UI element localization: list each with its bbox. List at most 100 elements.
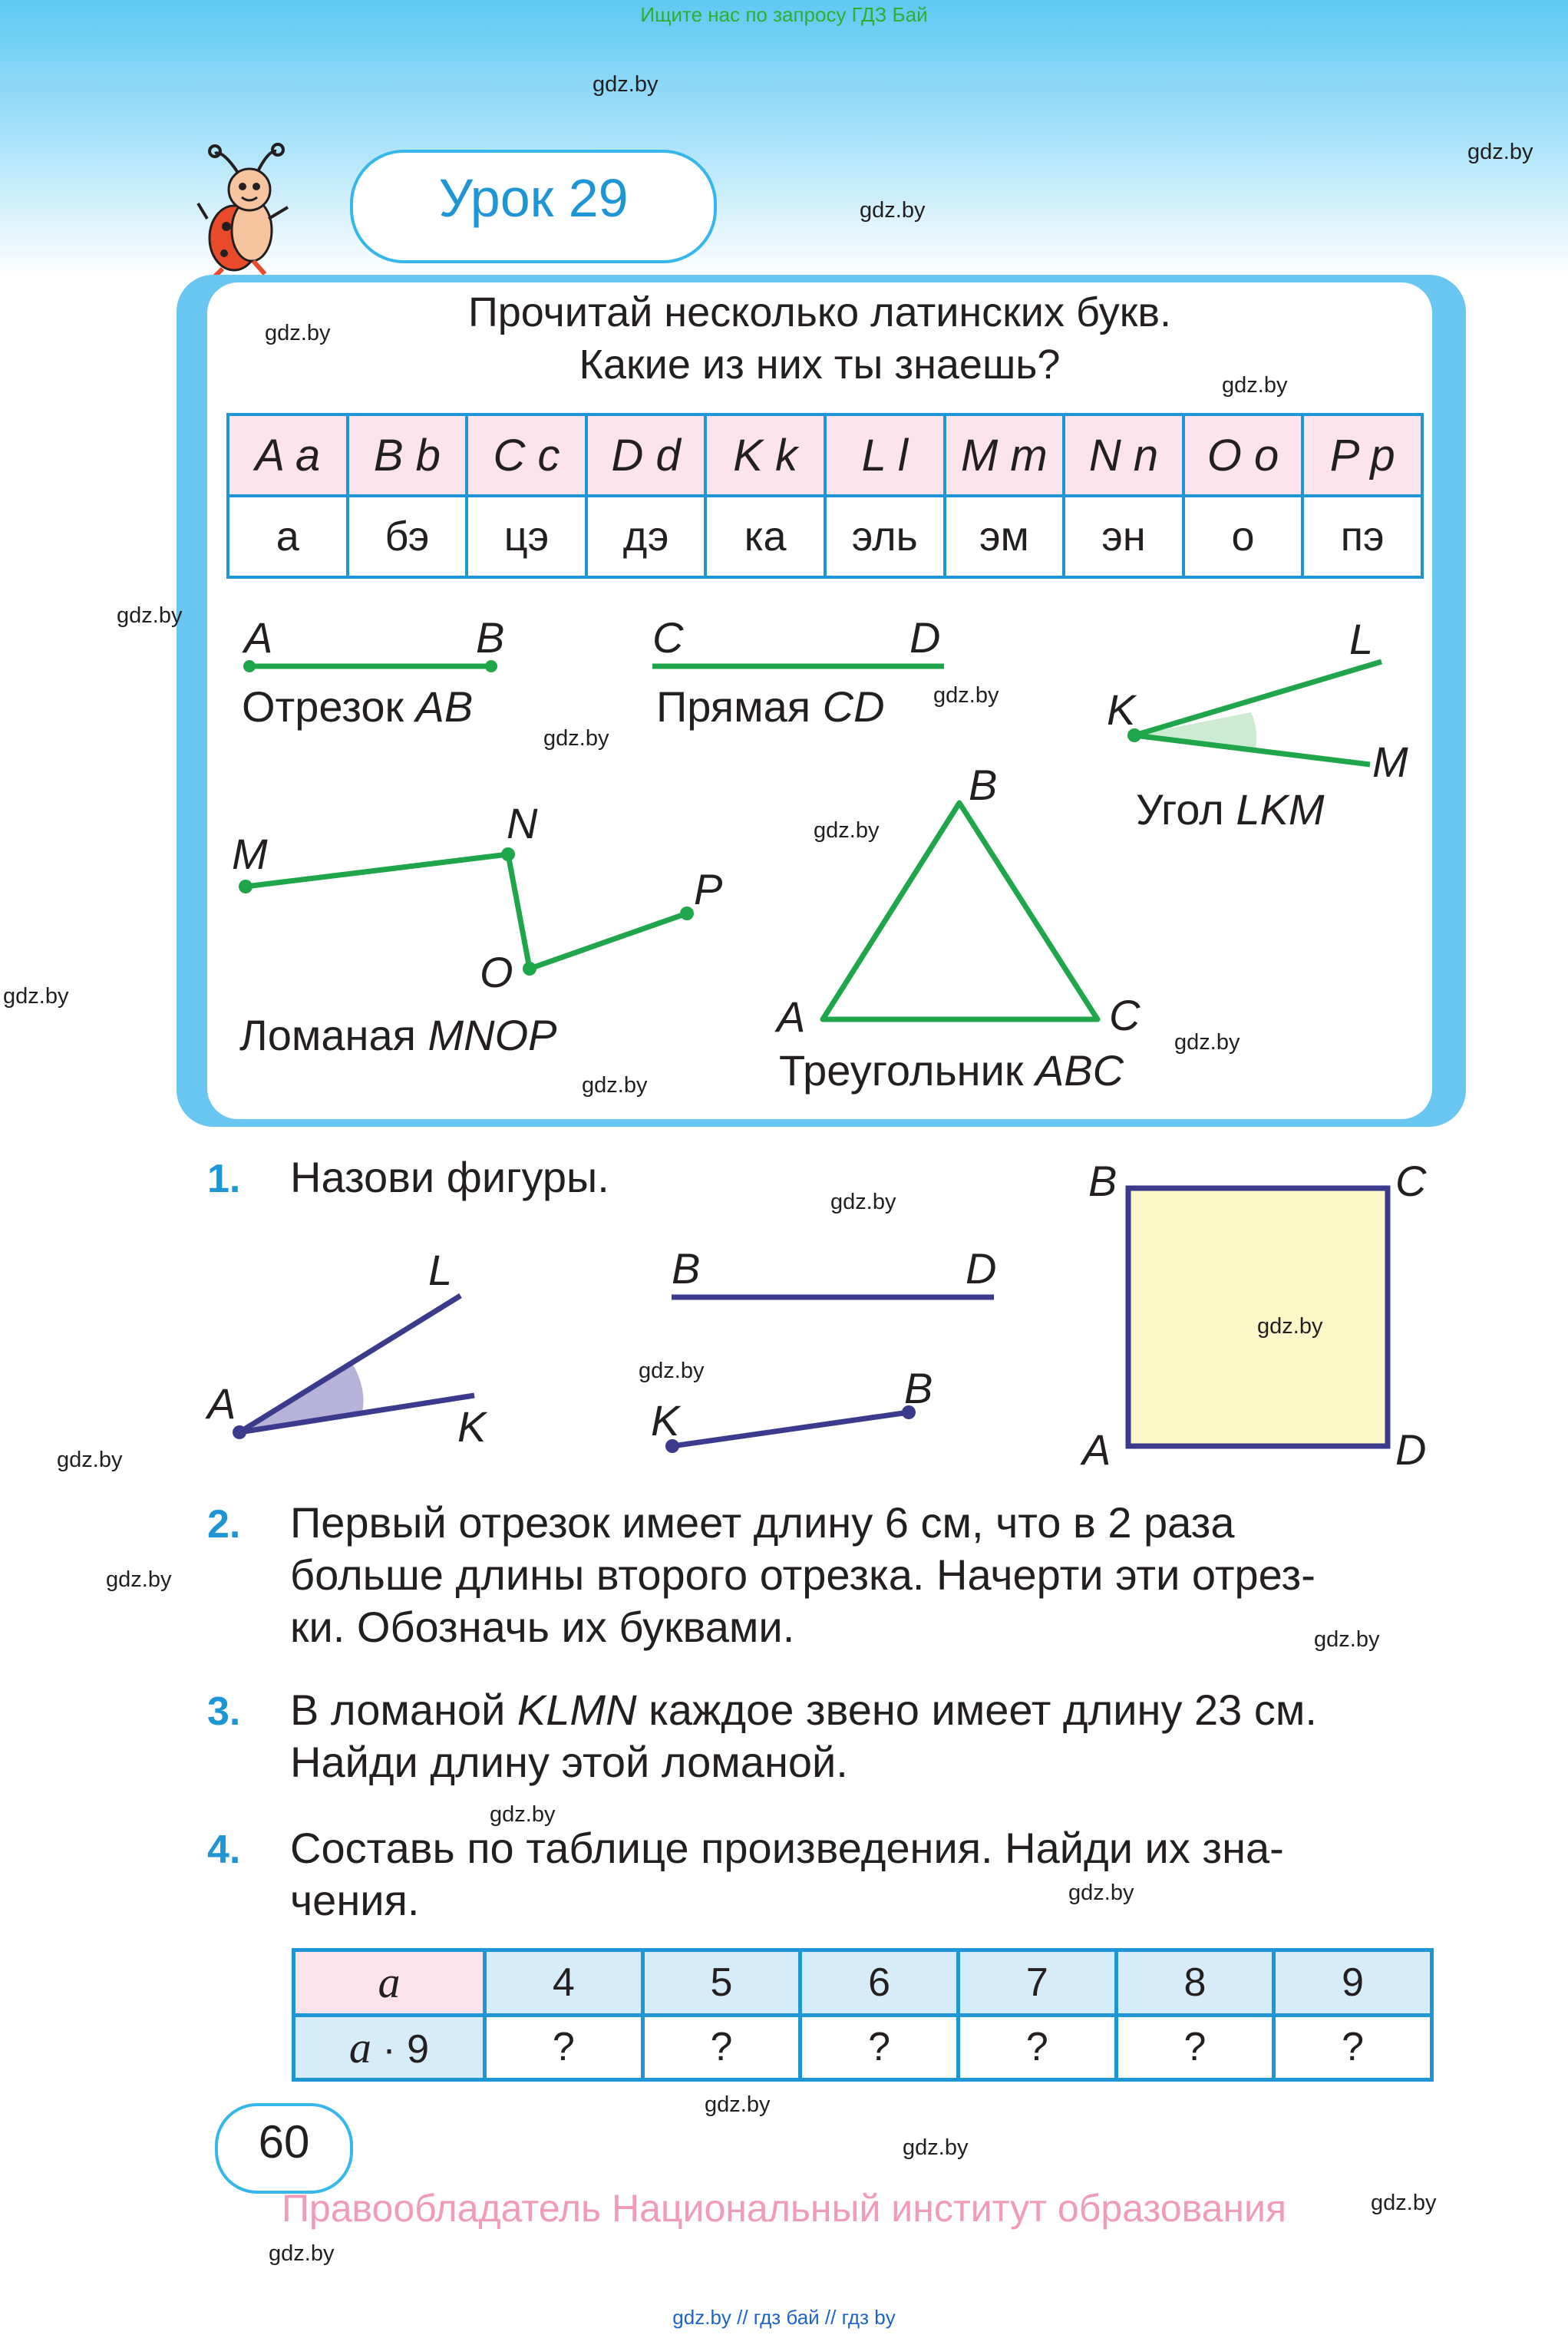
mult-head-a: a — [292, 1948, 487, 2017]
mult-value: 9 — [1272, 1948, 1434, 2017]
polyline-caption: Ломаная MNOP — [239, 1011, 557, 1059]
watermark: gdz.by — [1467, 140, 1533, 164]
task-1-number: 1. — [207, 1157, 241, 1201]
triangle-label-c: C — [1109, 991, 1141, 1039]
watermark: gdz.by — [814, 818, 880, 843]
letter-name: дэ — [584, 494, 708, 579]
task-4-line-2: чения. — [290, 1876, 420, 1924]
letter-name: эм — [942, 494, 1066, 579]
triangle-label-a: A — [777, 992, 806, 1041]
angle-lkm-fill — [1134, 712, 1257, 748]
task-2-line-1: Первый отрезок имеет длину 6 см, что в 2… — [290, 1498, 1235, 1547]
task-4-line-1: Составь по таблице произведения. Найди и… — [290, 1824, 1284, 1872]
angle-label-l: L — [1349, 615, 1374, 663]
lesson-title: Урок 29 — [438, 168, 629, 228]
task-angle-label-a: A — [207, 1379, 236, 1428]
line-label-c: C — [652, 613, 684, 662]
letter-name: эль — [823, 494, 946, 579]
mult-unknown[interactable]: ? — [1114, 2013, 1276, 2082]
mult-unknown[interactable]: ? — [1272, 2013, 1434, 2082]
latin-letter: B b — [345, 413, 469, 497]
watermark: gdz.by — [933, 683, 999, 708]
segment-point-a — [243, 660, 256, 672]
task-square-label-d: D — [1395, 1425, 1427, 1474]
segment-point-b — [485, 660, 497, 672]
polyline-point-o — [523, 962, 536, 976]
watermark: gdz.by — [3, 984, 69, 1009]
ladybug-icon — [196, 143, 289, 279]
watermark: gdz.by — [1257, 1314, 1323, 1339]
letter-name: эн — [1062, 494, 1185, 579]
latin-letter: O o — [1181, 413, 1305, 497]
task-angle-label-l: L — [428, 1246, 453, 1294]
letter-name: бэ — [345, 494, 469, 579]
mult-head-product: a · 9 — [292, 2013, 487, 2082]
task-3-number: 3. — [207, 1689, 241, 1734]
latin-letter: P p — [1301, 413, 1424, 497]
watermark: gdz.by — [903, 2135, 969, 2160]
mult-unknown[interactable]: ? — [956, 2013, 1118, 2082]
latin-letter: C c — [465, 413, 588, 497]
task-angle-ray-al — [238, 1293, 462, 1435]
watermark: gdz.by — [705, 2092, 771, 2117]
mult-value: 4 — [483, 1948, 645, 2017]
footer-links[interactable]: gdz.by // гдз бай // гдз by — [672, 2306, 896, 2329]
watermark: gdz.by — [1314, 1627, 1380, 1652]
watermark: gdz.by — [1222, 373, 1288, 398]
line-caption: Прямая CD — [656, 682, 885, 731]
latin-letter: L l — [823, 413, 946, 497]
watermark: gdz.by — [106, 1567, 172, 1592]
mult-value: 8 — [1114, 1948, 1276, 2017]
lesson-title-bubble — [350, 150, 717, 263]
mult-unknown[interactable]: ? — [798, 2013, 960, 2082]
task-segment-kb — [672, 1409, 909, 1449]
polyline-label-n: N — [507, 799, 538, 847]
angle-ray-km — [1134, 732, 1371, 768]
page-number-bubble — [215, 2103, 353, 2194]
segment-caption: Отрезок AB — [242, 682, 474, 731]
task-segment-label-k: K — [651, 1396, 680, 1445]
mult-value: 5 — [640, 1948, 803, 2017]
intro-line-2: Какие из них ты знаешь? — [579, 342, 1061, 388]
polyline-label-m: M — [232, 830, 268, 878]
page-number: 60 — [258, 2116, 310, 2168]
task-angle-ray-ak — [239, 1392, 475, 1435]
angle-label-k: K — [1107, 685, 1136, 734]
mult-value: 7 — [956, 1948, 1118, 2017]
task-line-label-b: B — [672, 1244, 701, 1293]
triangle-caption: Треугольник ABC — [779, 1046, 1124, 1095]
angle-caption: Угол LKM — [1136, 785, 1325, 834]
task-square-label-a: A — [1082, 1425, 1111, 1474]
polyline-point-n — [501, 847, 515, 861]
watermark: gdz.by — [1371, 2191, 1437, 2215]
panel-figures — [239, 659, 1382, 1022]
letter-name: а — [226, 494, 349, 579]
letter-name: о — [1181, 494, 1305, 579]
watermark: gdz.by — [269, 2241, 335, 2266]
task-segment-point-b — [902, 1405, 916, 1419]
watermark: gdz.by — [117, 603, 183, 628]
mult-unknown[interactable]: ? — [640, 2013, 803, 2082]
latin-letter: M m — [942, 413, 1066, 497]
task-2-number: 2. — [207, 1502, 241, 1547]
triangle-abc — [820, 800, 1101, 1022]
angle-ray-kl — [1134, 659, 1382, 738]
task-square-label-c: C — [1395, 1157, 1427, 1205]
watermark: gdz.by — [582, 1073, 648, 1098]
segment-label-a: A — [244, 613, 273, 662]
watermark: gdz.by — [1068, 1881, 1134, 1905]
multiplication-table: a 4 5 6 7 8 9 a · 9 ? ? ? ? ? ? — [292, 1948, 1434, 2082]
task-angle-vertex — [233, 1425, 246, 1439]
polyline-label-o: O — [480, 948, 513, 996]
latin-letter: A a — [226, 413, 349, 497]
polyline-mnop — [245, 851, 688, 973]
mult-unknown[interactable]: ? — [483, 2013, 645, 2082]
watermark: gdz.by — [639, 1359, 705, 1383]
mult-value: 6 — [798, 1948, 960, 2017]
polyline-label-p: P — [694, 865, 723, 913]
copyright-note: Правообладатель Национальный институт об… — [281, 2187, 1287, 2230]
polyline-point-m — [239, 880, 253, 893]
polyline-point-p — [680, 906, 694, 920]
watermark: gdz.by — [543, 726, 609, 751]
task-2-line-3: ки. Обозначь их буквами. — [290, 1603, 795, 1651]
